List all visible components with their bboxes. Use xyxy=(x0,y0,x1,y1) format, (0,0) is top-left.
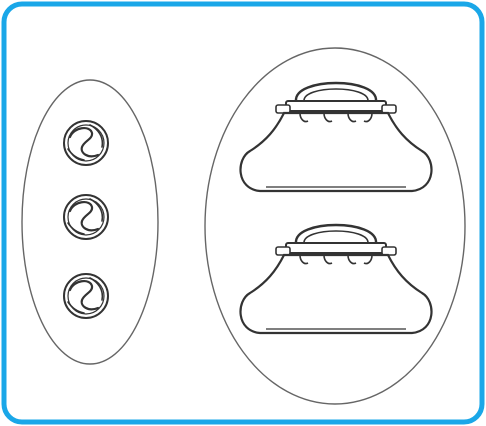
ball-icon xyxy=(64,274,108,318)
ball-icon xyxy=(64,195,108,239)
ball-icon xyxy=(64,121,108,165)
